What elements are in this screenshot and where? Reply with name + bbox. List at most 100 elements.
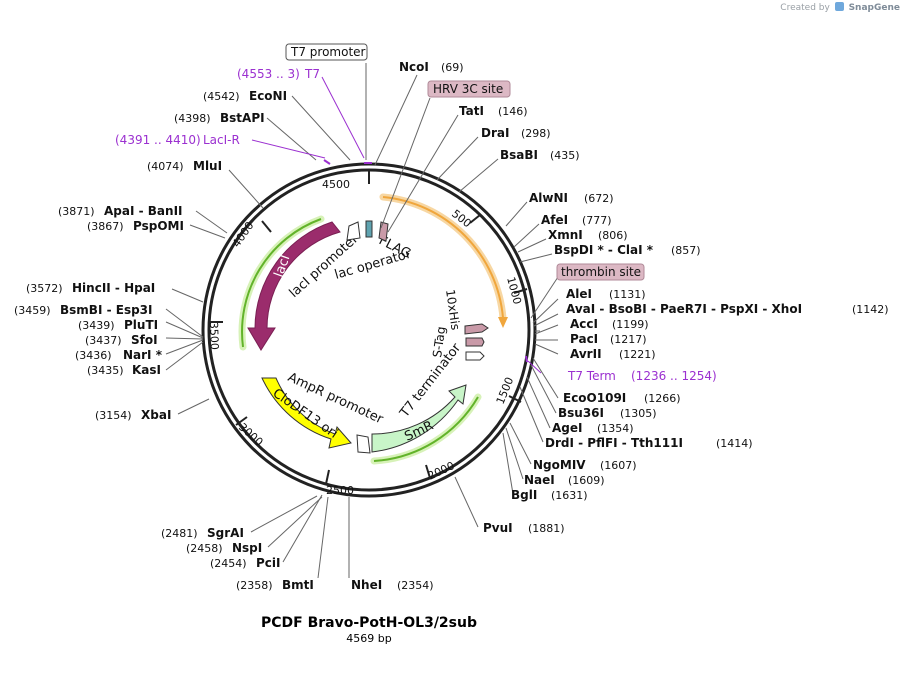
primer-leader-lines bbox=[251, 76, 542, 374]
site-ecoo109i-pos: (1266) bbox=[644, 392, 681, 405]
site-bgli-name: BglI bbox=[511, 488, 537, 502]
site-mlui-pos: (4074) bbox=[147, 160, 184, 173]
site-pspomi-pos: (3867) bbox=[87, 220, 124, 233]
site-bsabi-name: BsaBI bbox=[500, 148, 538, 162]
site-bmti-pos: (2358) bbox=[236, 579, 273, 592]
credit-brand: SnapGene bbox=[848, 3, 900, 13]
his-tag-feature bbox=[464, 323, 489, 335]
site-ncoi-name: NcoI bbox=[399, 60, 429, 74]
snapgene-credit: Created by SnapGene bbox=[780, 2, 900, 13]
site-pluti-pos: (3439) bbox=[78, 319, 115, 332]
site-avai-name: AvaI - BsoBI - PaeR7I - PspXI - XhoI bbox=[566, 302, 802, 316]
site-avai-pos: (1142) bbox=[852, 303, 889, 316]
site-afei-pos: (777) bbox=[582, 214, 612, 227]
site-bsmbi-pos: (3459) bbox=[14, 304, 51, 317]
site-paci-name: PacI bbox=[570, 332, 598, 346]
lacI-r-primer-pos: (4391 .. 4410) bbox=[115, 133, 201, 147]
site-agei-pos: (1354) bbox=[597, 422, 634, 435]
site-mlui-name: MluI bbox=[193, 159, 222, 173]
site-bstapi-name: BstAPI bbox=[220, 111, 265, 125]
tag-feature-2 bbox=[465, 337, 485, 347]
site-naei-name: NaeI bbox=[524, 473, 555, 487]
ori-feature bbox=[261, 377, 352, 449]
site-pvui-pos: (1881) bbox=[528, 522, 565, 535]
lacI-promoter-feature bbox=[346, 221, 361, 241]
site-nari-name: NarI * bbox=[123, 348, 163, 362]
site-bstapi-pos: (4398) bbox=[174, 112, 211, 125]
hrv-text: HRV 3C site bbox=[433, 82, 503, 96]
site-avrii-name: AvrII bbox=[570, 347, 602, 361]
lacI-r-primer-name: LacI-R bbox=[203, 133, 240, 147]
t7-term-primer-pos: (1236 .. 1254) bbox=[631, 369, 717, 383]
site-xmni-name: XmnI bbox=[548, 228, 583, 242]
site-sfoi-name: SfoI bbox=[131, 333, 158, 347]
site-apai-name: ApaI - BanII bbox=[104, 204, 183, 218]
site-pcii-pos: (2454) bbox=[210, 557, 247, 570]
site-sgrai-name: SgrAI bbox=[207, 526, 244, 540]
credit-prefix: Created by bbox=[780, 3, 830, 13]
site-bsmbi-name: BsmBI - Esp3I bbox=[60, 303, 152, 317]
lac-operator-feature bbox=[365, 220, 373, 238]
orange-feature-arc-core bbox=[382, 196, 504, 319]
t7-primer-name: T7 bbox=[304, 67, 320, 81]
site-kasi-name: KasI bbox=[132, 363, 161, 377]
hrv-annotation: HRV 3C site bbox=[427, 80, 511, 98]
site-hincii-pos: (3572) bbox=[26, 282, 63, 295]
site-alei-name: AleI bbox=[566, 287, 592, 301]
site-drai-pos: (298) bbox=[521, 127, 551, 140]
site-pluti-name: PluTI bbox=[124, 318, 158, 332]
site-pvui-name: PvuI bbox=[483, 521, 513, 535]
primer-labels: (4553 .. 3) T7 (4391 .. 4410) LacI-R T7 … bbox=[115, 67, 717, 383]
thrombin-annotation: thrombin site bbox=[556, 263, 645, 281]
tick-label-2500: 2500 bbox=[326, 484, 354, 497]
lacI-r-primer-mark bbox=[323, 159, 331, 165]
site-pspomi-name: PspOMI bbox=[133, 219, 184, 233]
sites-right: NcoI (69) TatI (146) DraI (298) BsaBI (4… bbox=[399, 60, 889, 535]
site-nhei-pos: (2354) bbox=[397, 579, 434, 592]
site-tati-name: TatI bbox=[459, 104, 484, 118]
site-apai-pos: (3871) bbox=[58, 205, 95, 218]
site-hincii-name: HincII - HpaI bbox=[72, 281, 155, 295]
t7-term-primer-mark bbox=[525, 355, 528, 363]
site-ngomiv-name: NgoMIV bbox=[533, 458, 586, 472]
site-drdi-pos: (1414) bbox=[716, 437, 753, 450]
orange-arc-arrowhead bbox=[498, 317, 508, 328]
site-afei-name: AfeI bbox=[541, 213, 568, 227]
lacI-label: lacI bbox=[272, 253, 294, 279]
site-bsu36i-pos: (1305) bbox=[620, 407, 657, 420]
leader-lines bbox=[165, 63, 559, 579]
site-nspi-pos: (2458) bbox=[186, 542, 223, 555]
site-econi-name: EcoNI bbox=[249, 89, 287, 103]
site-nhei-name: NheI bbox=[351, 578, 382, 592]
site-acci-name: AccI bbox=[570, 317, 598, 331]
site-ncoi-pos: (69) bbox=[441, 61, 464, 74]
snapgene-logo-icon bbox=[834, 2, 844, 11]
site-sfoi-pos: (3437) bbox=[85, 334, 122, 347]
smR-feature bbox=[371, 384, 467, 453]
thrombin-text: thrombin site bbox=[561, 265, 641, 279]
site-pcii-name: PciI bbox=[256, 556, 281, 570]
site-bspdi-name: BspDI * - ClaI * bbox=[554, 243, 654, 257]
his-tag-label: 10xHis bbox=[443, 288, 463, 331]
site-ecoo109i-name: EcoO109I bbox=[563, 391, 626, 405]
site-nari-pos: (3436) bbox=[75, 349, 112, 362]
site-kasi-pos: (3435) bbox=[87, 364, 124, 377]
flag-feature bbox=[378, 221, 389, 242]
site-naei-pos: (1609) bbox=[568, 474, 605, 487]
site-xmni-pos: (806) bbox=[598, 229, 628, 242]
site-bsu36i-name: Bsu36I bbox=[558, 406, 604, 420]
stag-label: S-Tag bbox=[430, 326, 448, 359]
site-ngomiv-pos: (1607) bbox=[600, 459, 637, 472]
sites-left: (3154) XbaI (3435) KasI (3436) NarI * (3… bbox=[14, 89, 287, 422]
t7-primer-pos: (4553 .. 3) bbox=[237, 67, 300, 81]
site-bspdi-pos: (857) bbox=[671, 244, 701, 257]
site-sgrai-pos: (2481) bbox=[161, 527, 198, 540]
plasmid-name: PCDF Bravo-PotH-OL3/2sub bbox=[260, 615, 477, 631]
t7-promoter-annotation: T7 promoter bbox=[285, 43, 368, 61]
site-alwni-name: AlwNI bbox=[529, 191, 568, 205]
site-bgli-pos: (1631) bbox=[551, 489, 588, 502]
plasmid-size: 4569 bp bbox=[346, 632, 392, 645]
t7-promoter-text: T7 promoter bbox=[290, 45, 366, 59]
site-paci-pos: (1217) bbox=[610, 333, 647, 346]
